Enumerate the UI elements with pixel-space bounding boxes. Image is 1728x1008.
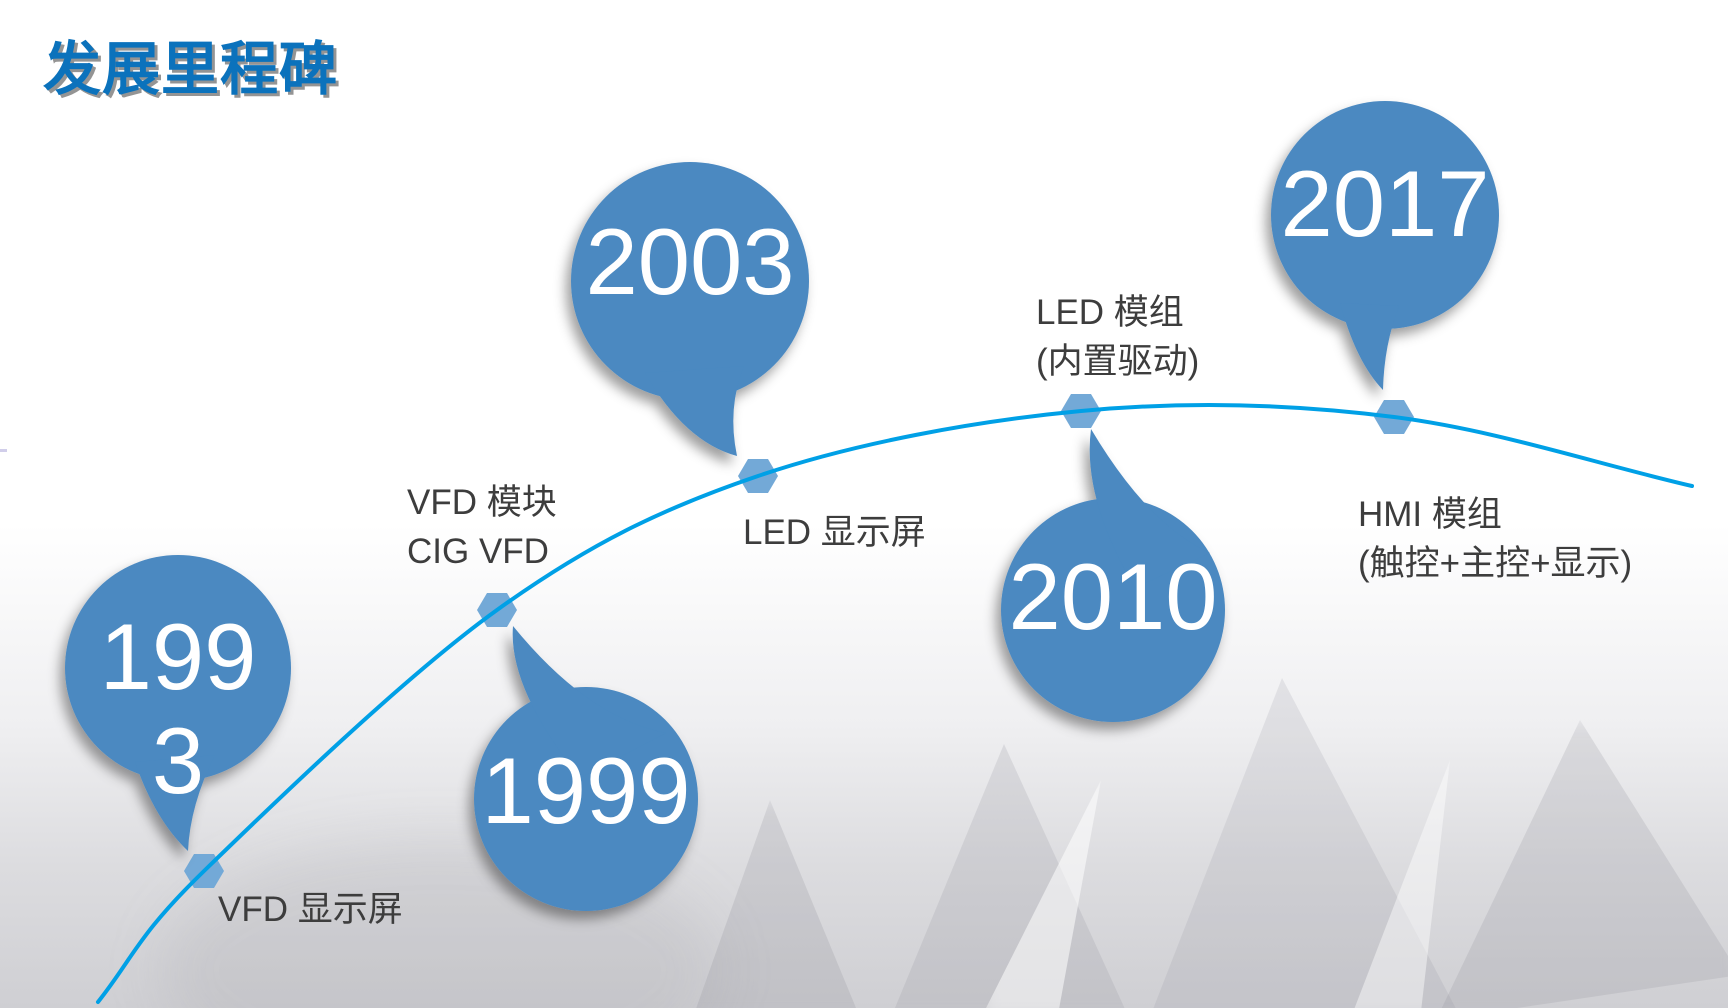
balloon-2017-circle: [1271, 101, 1499, 329]
balloon-2003: [571, 162, 809, 456]
milestone-label-2017: HMI 模组 (触控+主控+显示): [1358, 490, 1632, 588]
milestone-year-2017: 2017: [1280, 151, 1490, 256]
balloon-1999-tail: [512, 626, 666, 778]
page-title: 发展里程碑: [43, 37, 339, 102]
balloon-1999: [474, 626, 698, 911]
milestone-label-line: (内置驱动): [1036, 342, 1200, 381]
balloon-2017-tail: [1340, 303, 1399, 390]
left-edge-artifact: [0, 449, 7, 452]
milestone-year-2003: 2003: [585, 209, 795, 314]
balloon-1993: [65, 555, 291, 851]
balloon-2010: [1001, 429, 1225, 722]
milestone-year-2010: 2010: [1008, 544, 1218, 649]
balloon-1993-tail: [135, 755, 215, 851]
balloon-2017: [1271, 101, 1499, 390]
milestone-label-line: VFD 模块: [407, 483, 557, 522]
balloon-1993-circle: [65, 555, 291, 781]
milestone-year-1999: 1999: [481, 738, 691, 843]
milestone-year-1993: 1993: [99, 604, 257, 813]
milestone-label-line: CIG VFD: [407, 532, 549, 571]
milestone-label-line: VFD 显示屏: [218, 890, 403, 929]
balloon-2010-tail: [1089, 429, 1210, 588]
timeline-curve: [96, 403, 1694, 1004]
milestone-label-1999: VFD 模块 CIG VFD: [407, 478, 557, 576]
balloon-2003-circle: [571, 162, 809, 400]
milestone-label-2003: LED 显示屏: [743, 508, 926, 557]
milestone-label-line: HMI 模组: [1358, 495, 1502, 534]
milestone-label-line: (触控+主控+显示): [1358, 544, 1633, 583]
milestone-label-2010: LED 模组 (内置驱动): [1036, 288, 1199, 386]
milestone-label-1993: VFD 显示屏: [218, 885, 403, 934]
milestone-label-line: LED 显示屏: [743, 513, 926, 552]
milestone-label-line: LED 模组: [1036, 293, 1184, 332]
balloon-2003-tail: [645, 366, 744, 456]
